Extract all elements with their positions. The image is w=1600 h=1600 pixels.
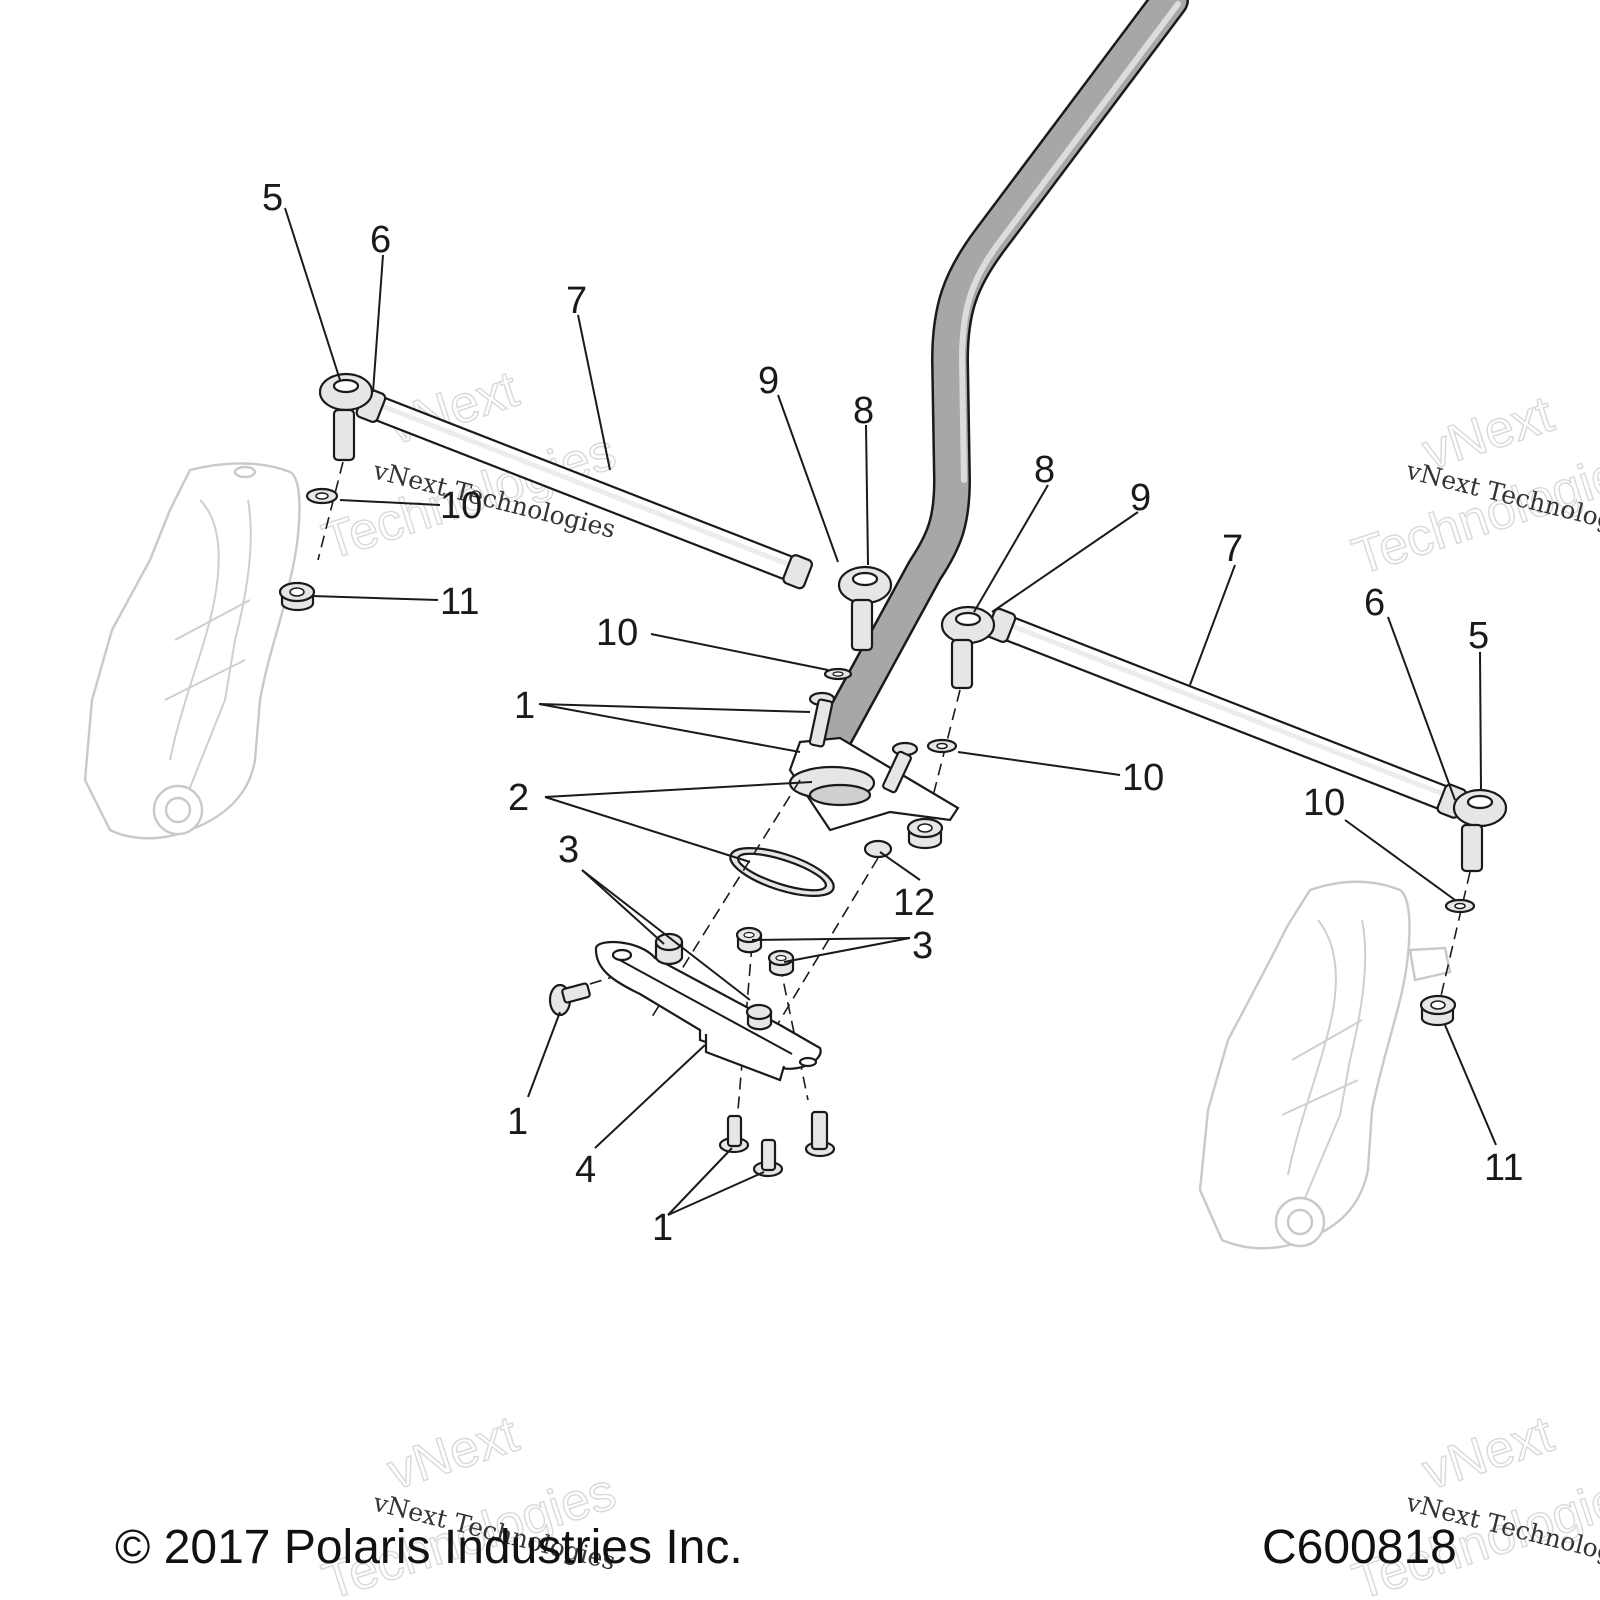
- left-outer-stud: [332, 408, 356, 462]
- upper-bolt-shank-right: [882, 750, 912, 794]
- callout-11-right: 11: [1484, 1147, 1523, 1189]
- callout-3-right: 3: [912, 925, 933, 967]
- callout-8-right: 8: [1034, 449, 1055, 491]
- right-knuckle-ghost: [1198, 880, 1452, 1250]
- right-tie-rod-assembly: [940, 605, 1508, 873]
- right-outer-dash: [1439, 871, 1471, 1001]
- callout-1-bottom: 1: [652, 1207, 673, 1249]
- left-outer-dash: [317, 461, 344, 561]
- watermark-group-right: vNext Technologies vNext Technologies: [1345, 384, 1600, 587]
- bolt-1-bottom-b: [752, 1138, 784, 1178]
- figure-code: C600818: [1262, 1521, 1457, 1574]
- copyright-text: © 2017 Polaris Industries Inc.: [115, 1521, 743, 1574]
- left-inner-stud: [850, 598, 874, 652]
- callout-labels: 5 6 7 9 8 10 11 8 9 7 6 5 10 10 11 10 1 …: [262, 177, 1523, 1249]
- right-tie-rod-tube: [997, 615, 1456, 811]
- callout-7-left: 7: [566, 280, 587, 322]
- callout-5-left: 5: [262, 177, 283, 219]
- callout-9-right: 9: [1130, 477, 1151, 519]
- lower-bushing-ring: [729, 846, 835, 898]
- callout-1-left: 1: [507, 1101, 528, 1143]
- left-knuckle-ghost: [83, 462, 301, 840]
- right-outer-stud: [1460, 823, 1484, 873]
- callout-10-center-right: 10: [1122, 757, 1164, 799]
- callout-2: 2: [508, 777, 529, 819]
- pitman-arm-assembly: [788, 736, 960, 859]
- upper-bolt-shank: [808, 698, 834, 748]
- callout-11-left: 11: [440, 581, 479, 623]
- left-jam-nut-inner: [782, 554, 813, 590]
- callout-9-left: 9: [758, 360, 779, 402]
- right-inner-stud: [950, 638, 974, 690]
- callout-4: 4: [575, 1149, 596, 1191]
- watermark-vnext: vNext: [381, 1405, 526, 1501]
- callout-1-top: 1: [514, 685, 535, 727]
- bolt-1-bottom-a: [718, 1114, 750, 1154]
- bolt-1-left: [548, 982, 591, 1017]
- steering-shaft: [816, 0, 1189, 754]
- callout-5-right: 5: [1468, 615, 1489, 657]
- pivot-nut-12: [863, 839, 893, 859]
- callout-8-left: 8: [853, 390, 874, 432]
- callout-6-right: 6: [1364, 582, 1385, 624]
- leader-lines: [284, 207, 1497, 1216]
- callout-10-right: 10: [1303, 782, 1345, 824]
- watermark-vnext: vNext: [1416, 1405, 1561, 1501]
- mounting-bracket: [594, 941, 822, 1082]
- callout-3-left: 3: [558, 829, 579, 871]
- bolt-1-bottom-c: [804, 1110, 836, 1158]
- callout-10-left: 10: [440, 485, 482, 527]
- callout-7-right: 7: [1222, 528, 1243, 570]
- callout-10-center: 10: [596, 612, 638, 654]
- callout-12: 12: [893, 882, 935, 924]
- left-tie-rod-assembly: [318, 372, 893, 652]
- callout-6-left: 6: [370, 219, 391, 261]
